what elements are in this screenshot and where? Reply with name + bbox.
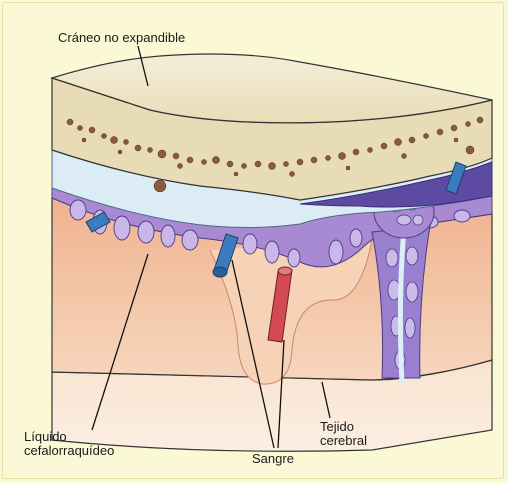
blood-label: Sangre — [252, 452, 294, 466]
brain-tissue-label: Tejido cerebral — [320, 420, 367, 448]
skull-label: Cráneo no expandible — [58, 31, 185, 45]
csf-label: Líquido cefalorraquídeo — [24, 430, 114, 458]
